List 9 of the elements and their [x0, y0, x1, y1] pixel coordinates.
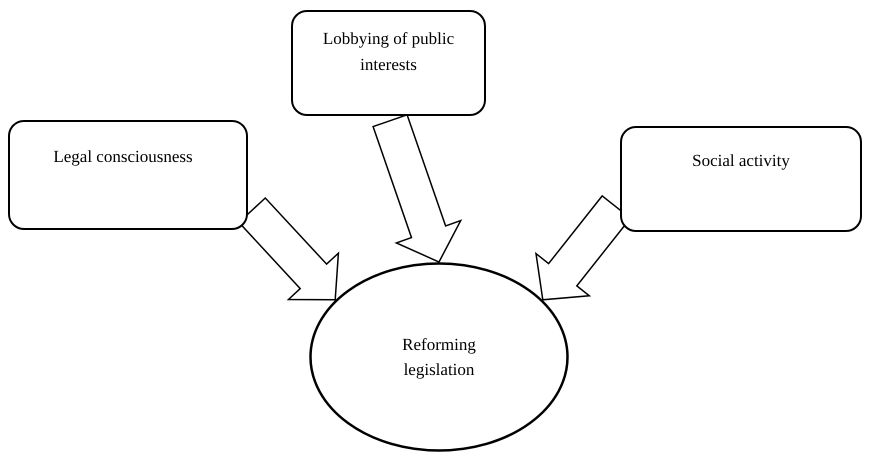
node-label: Reforming legislation: [401, 334, 477, 381]
ellipse-node: [309, 262, 569, 452]
rounded-box: [8, 120, 248, 230]
node-label: Lobbying of public interests: [322, 28, 456, 76]
rounded-box: [291, 10, 486, 116]
node-label: Social activity: [691, 150, 791, 172]
block-arrow: [372, 114, 462, 263]
rounded-box: [620, 126, 862, 232]
node-label: Legal consciousness: [52, 146, 194, 168]
